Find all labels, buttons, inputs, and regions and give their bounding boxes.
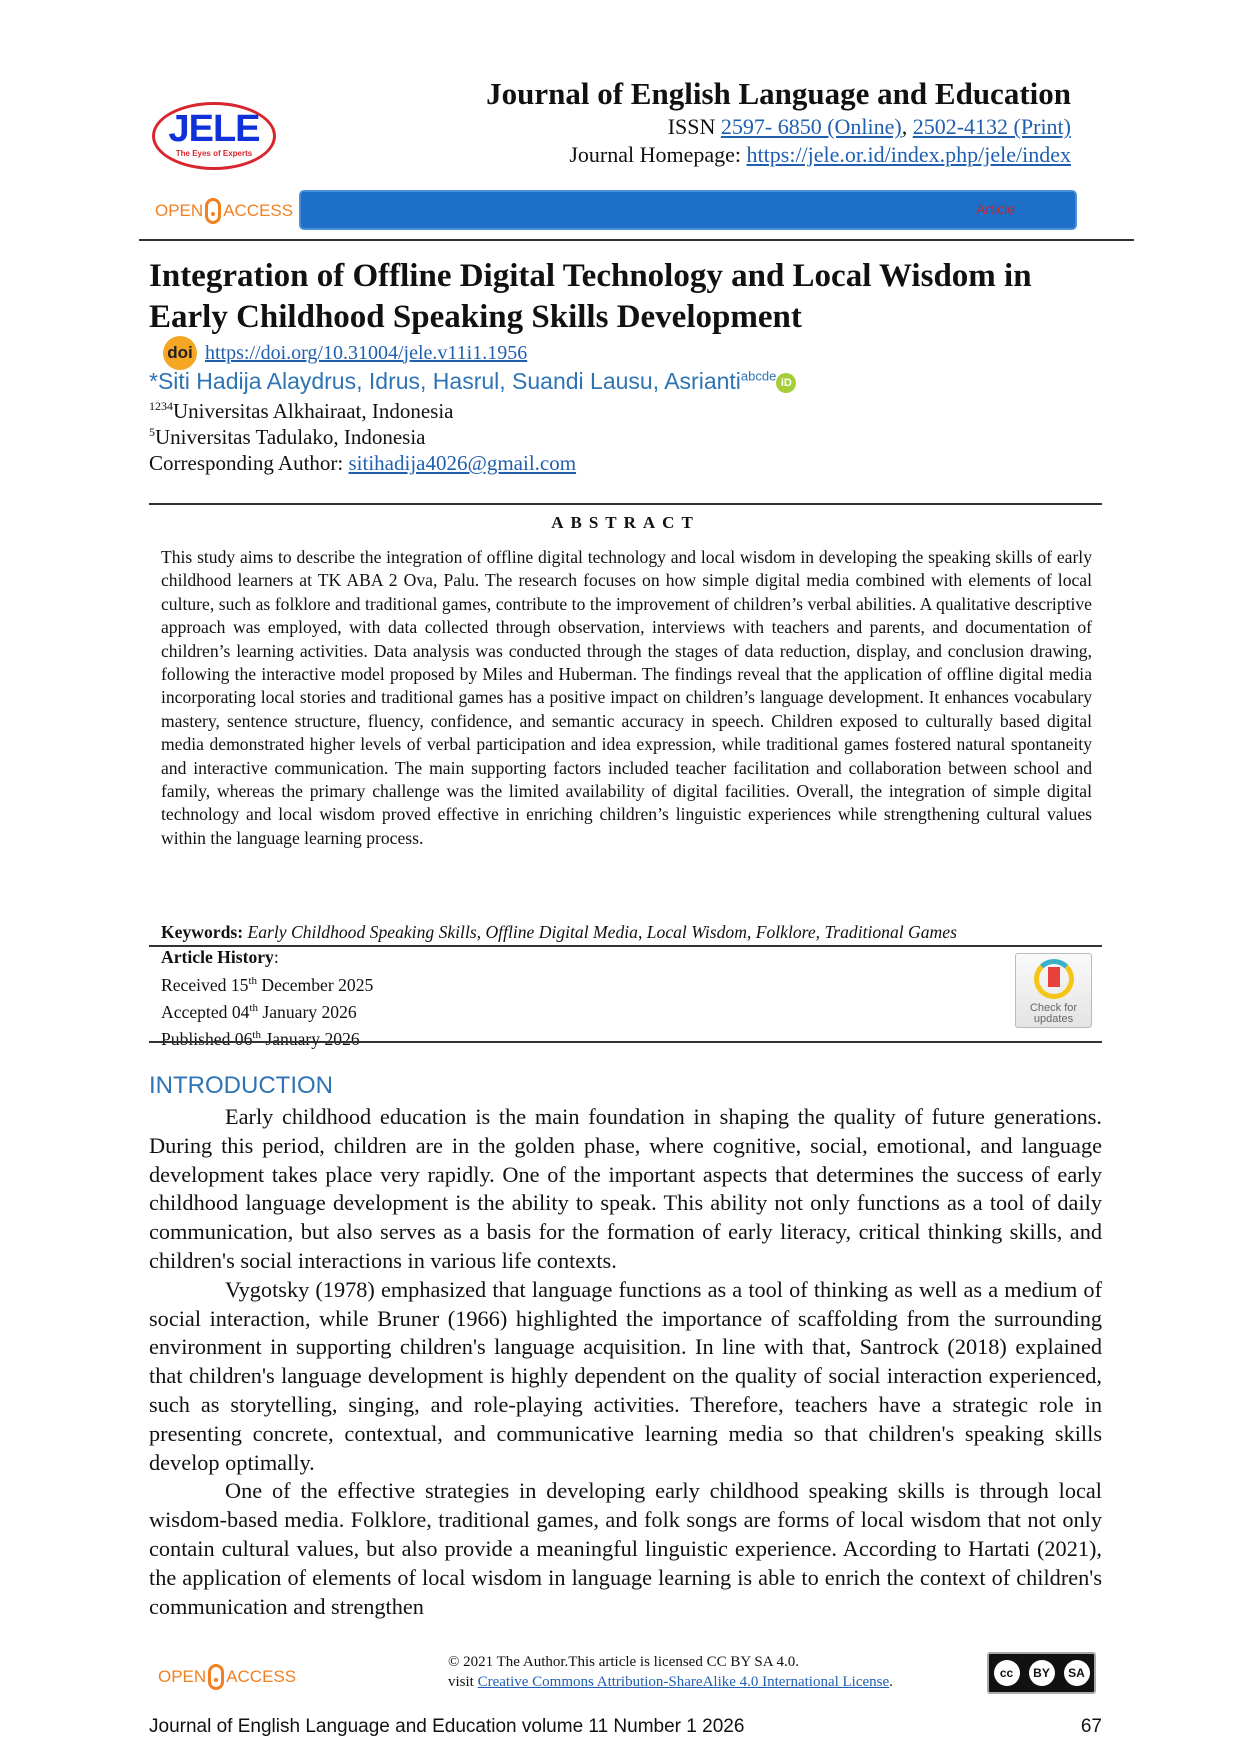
- article-title: Integration of Offline Digital Technolog…: [149, 258, 1032, 335]
- paragraph: Early childhood education is the main fo…: [149, 1104, 1102, 1273]
- open-lock-icon: [205, 198, 222, 224]
- affiliation-1: 1234Universitas Alkhairaat, Indonesia: [149, 399, 454, 423]
- keywords-divider: [149, 945, 1102, 947]
- published-date: Published 06th January 2026: [161, 1029, 360, 1050]
- license-text: © 2021 The Author.This article is licens…: [448, 1654, 893, 1690]
- journal-title: Journal of English Language and Educatio…: [486, 76, 1071, 111]
- check-for-updates-button[interactable]: Check for updates: [1015, 953, 1092, 1028]
- license-link[interactable]: Creative Commons Attribution-ShareAlike …: [477, 1674, 890, 1690]
- article-type-bar: Article: [299, 190, 1077, 230]
- homepage-link[interactable]: https://jele.or.id/index.php/jele/index: [746, 142, 1071, 167]
- sa-icon: SA: [1063, 1660, 1090, 1686]
- introduction-body: Early childhood education is the main fo…: [149, 1103, 1102, 1621]
- abstract-text: This study aims to describe the integrat…: [161, 547, 1092, 848]
- accepted-date: Accepted 04th January 2026: [161, 1001, 357, 1022]
- doi-line: doi https://doi.org/10.31004/jele.v11i1.1…: [163, 336, 527, 370]
- issn-line: ISSN 2597- 6850 (Online), 2502-4132 (Pri…: [667, 114, 1071, 139]
- introduction-heading: INTRODUCTION: [149, 1072, 333, 1099]
- paragraph: Vygotsky (1978) emphasized that language…: [149, 1276, 1102, 1475]
- doi-icon: doi: [163, 336, 197, 370]
- issn-online-link[interactable]: 2597- 6850 (Online): [720, 114, 902, 139]
- paragraph: One of the effective strategies in devel…: [149, 1478, 1102, 1619]
- page-footer: Journal of English Language and Educatio…: [149, 1716, 1102, 1737]
- keywords: Keywords: Early Childhood Speaking Skill…: [161, 922, 957, 942]
- page-number: 67: [1080, 1716, 1102, 1737]
- doi-link[interactable]: https://doi.org/10.31004/jele.v11i1.1956: [205, 341, 528, 364]
- authors: *Siti Hadija Alaydrus, Idrus, Hasrul, Su…: [149, 368, 797, 395]
- by-icon: BY: [1028, 1660, 1055, 1686]
- cc-by-sa-badge[interactable]: cc BY SA: [987, 1652, 1096, 1694]
- crossmark-icon: [1033, 959, 1074, 999]
- received-date: Received 15th December 2025: [161, 974, 374, 995]
- cc-icon: cc: [993, 1660, 1020, 1686]
- abstract-heading: ABSTRACT: [551, 513, 700, 532]
- open-lock-icon: [208, 1664, 225, 1690]
- abstract-top-divider: [149, 503, 1102, 505]
- email-link[interactable]: sitihadija4026@gmail.com: [348, 451, 577, 475]
- issn-print-link[interactable]: 2502-4132 (Print): [912, 114, 1071, 139]
- affiliation-2: 5Universitas Tadulako, Indonesia: [149, 425, 426, 449]
- article-history: Article History: Received 15th December …: [161, 946, 373, 1052]
- homepage-line: Journal Homepage: https://jele.or.id/ind…: [569, 142, 1071, 167]
- header-divider: [139, 239, 1134, 241]
- history-divider: [149, 1041, 1102, 1043]
- orcid-icon[interactable]: iD: [776, 372, 797, 393]
- corresponding-author: Corresponding Author: sitihadija4026@gma…: [149, 451, 577, 475]
